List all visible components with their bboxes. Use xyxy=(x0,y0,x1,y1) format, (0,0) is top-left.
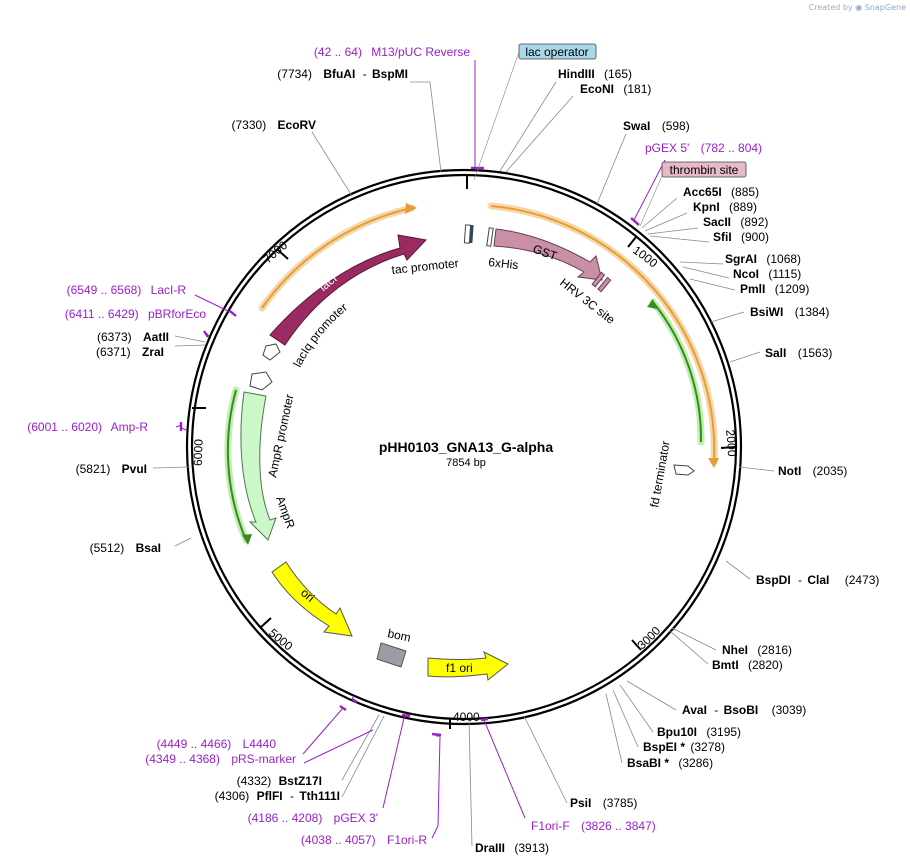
primer-label[interactable]: (4038 .. 4057) F1ori-R xyxy=(301,833,427,847)
site-label[interactable]: NheI (2816) xyxy=(722,643,792,657)
tick-label-2000: 2000 xyxy=(723,429,739,457)
primer-label[interactable]: (42 .. 64) M13/pUC Reverse xyxy=(314,45,470,59)
plasmid-name: pHH0103_GNA13_G-alpha xyxy=(379,439,554,455)
primer-lines xyxy=(175,60,666,839)
credit-text: Created by ◉ SnapGene xyxy=(809,3,906,12)
tick-label-6000: 6000 xyxy=(191,438,206,466)
orf-arrowhead-icon xyxy=(708,458,719,468)
site-label[interactable]: BspDI - ClaI (2473) xyxy=(756,573,879,587)
credit-brand: SnapGene xyxy=(864,3,906,12)
site-label[interactable]: SfiI (900) xyxy=(713,230,769,244)
site-label[interactable]: (6371) ZraI xyxy=(96,345,164,359)
backbone xyxy=(185,168,743,726)
feature-laci[interactable]: lacI xyxy=(269,234,428,346)
lac-operator-text: lac operator xyxy=(525,45,588,59)
site-label[interactable]: PsiI (3785) xyxy=(570,796,637,810)
lac-operator-label[interactable]: lac operator xyxy=(518,43,597,60)
leader-lines xyxy=(152,81,775,847)
site-label[interactable]: (5821) PvuI xyxy=(76,462,147,476)
primer-label[interactable]: F1ori-F (3826 .. 3847) xyxy=(531,819,656,833)
feature-label-ampr: AmpR xyxy=(273,494,298,530)
thrombin-leader xyxy=(639,175,663,227)
primer-label[interactable]: (4349 .. 4368) pRS-marker xyxy=(145,752,296,766)
primer-markers xyxy=(179,166,640,737)
lac-operator-leader xyxy=(473,51,520,181)
feature-label-fd-terminator: fd terminator xyxy=(647,440,672,509)
feature-label-bom: bom xyxy=(386,626,412,645)
site-label[interactable]: (7330) EcoRV xyxy=(232,118,317,132)
tick-label-4000: 4000 xyxy=(453,710,480,724)
feature-f1-ori[interactable]: f1 ori xyxy=(427,651,509,681)
primer-label[interactable]: (4186 .. 4208) pGEX 3' xyxy=(248,811,378,825)
feature-bom[interactable]: bom xyxy=(376,626,412,668)
restriction-sites: HindIII (165) EcoNI (181) SwaI (598) Acc… xyxy=(76,67,880,855)
site-label[interactable]: NcoI (1115) xyxy=(733,267,801,281)
site-label[interactable]: BmtI (2820) xyxy=(712,658,783,672)
site-label[interactable]: KpnI (889) xyxy=(693,200,757,214)
site-label[interactable]: (4332) BstZ17I xyxy=(237,774,322,788)
orf-arrowhead-icon xyxy=(242,534,252,545)
site-label[interactable]: Bpu10I (3195) xyxy=(657,725,741,739)
primer-label[interactable]: pGEX 5' (782 .. 804) xyxy=(645,141,762,155)
thrombin-site-text: thrombin site xyxy=(670,163,739,177)
site-label[interactable]: Acc65I (885) xyxy=(683,185,759,199)
site-label[interactable]: BspEI * (3278) xyxy=(643,740,725,754)
orf-arcs xyxy=(224,202,718,544)
primer-label[interactable]: (6411 .. 6429) pBRforEco xyxy=(65,307,207,321)
feature-label-ampr-promoter: AmpR promoter xyxy=(265,393,296,479)
site-label[interactable]: (7734) BfuAI - BspMI xyxy=(277,67,408,81)
site-label[interactable]: SwaI (598) xyxy=(623,119,690,133)
site-label[interactable]: (6373) AatII xyxy=(97,330,169,344)
site-label[interactable]: EcoNI (181) xyxy=(580,82,651,96)
snapgene-logo-icon: ◉ xyxy=(855,3,863,12)
site-label[interactable]: NotI (2035) xyxy=(778,464,847,478)
orf-arrowhead-icon xyxy=(405,203,417,214)
primer-label[interactable]: (4449 .. 4466) L4440 xyxy=(157,737,277,751)
primer-label[interactable]: (6001 .. 6020) Amp-R xyxy=(27,420,148,434)
site-label[interactable]: PmlI (1209) xyxy=(740,282,809,296)
site-label[interactable]: (4306) PflFI - Tth111I xyxy=(215,789,340,803)
feature-label-6xhis: 6xHis xyxy=(488,255,519,272)
feature-label-f1-ori: f1 ori xyxy=(446,661,473,675)
credit-prefix: Created by xyxy=(808,3,853,12)
tick-marks xyxy=(192,175,736,729)
thrombin-site-label[interactable]: thrombin site xyxy=(661,161,747,178)
feature-6xhis[interactable]: 6xHis xyxy=(486,227,519,272)
orf-arrowhead-icon xyxy=(647,299,657,309)
primers: (42 .. 64) M13/pUC Reverse pGEX 5' (782 … xyxy=(27,45,762,847)
primer-label[interactable]: (6549 .. 6568) LacI-R xyxy=(67,283,187,297)
site-label[interactable]: BsaBI * (3286) xyxy=(627,756,713,770)
feature-fd-terminator[interactable]: fd terminator xyxy=(647,440,695,509)
laciq-promoter-arrow-icon xyxy=(262,343,281,361)
site-label[interactable]: DraIII (3913) xyxy=(475,841,549,855)
site-label[interactable]: SgrAI (1068) xyxy=(725,252,801,266)
feature-hrv-3c-site[interactable]: HRV 3C site xyxy=(557,271,618,327)
site-label[interactable]: HindIII (165) xyxy=(558,67,632,81)
site-label[interactable]: SacII (892) xyxy=(703,215,768,229)
feature-ori[interactable]: ori xyxy=(271,561,353,637)
site-label[interactable]: (5512) BsaI xyxy=(90,541,161,555)
site-label[interactable]: BsiWI (1384) xyxy=(750,305,829,319)
site-label[interactable]: SalI (1563) xyxy=(765,346,832,360)
plasmid-size: 7854 bp xyxy=(446,457,486,469)
site-label[interactable]: AvaI - BsoBI (3039) xyxy=(682,703,806,717)
feature-label-tac-promoter: tac promoter xyxy=(391,256,459,277)
